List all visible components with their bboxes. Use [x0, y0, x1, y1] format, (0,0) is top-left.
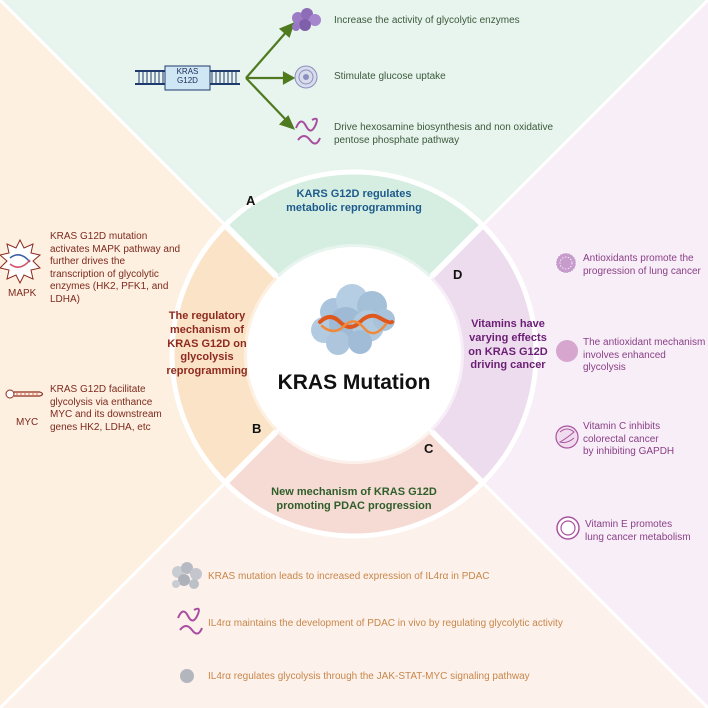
section-c-title-line1: New mechanism of KRAS G12D	[271, 486, 437, 498]
section-c-item-1: KRAS mutation leads to increased express…	[208, 571, 490, 582]
myc-label: MYC	[16, 417, 39, 428]
section-a-letter: A	[246, 193, 256, 208]
mapk-label: MAPK	[8, 288, 37, 299]
section-b-item-2-line3: MYC and its downstream	[50, 409, 162, 420]
section-b-item-1-line5: enzymes (HK2, PFK1, and	[50, 281, 169, 292]
section-b-title-line4: glycolysis	[180, 351, 234, 364]
protein-coil-icon-a	[295, 117, 321, 145]
section-a-item-3-line1: Drive hexosamine biosynthesis and non ox…	[334, 122, 554, 133]
section-d-item-2-line3: glycolysis	[583, 362, 626, 373]
section-b-title-line2: mechanism of	[170, 323, 244, 336]
pink-sphere-icon	[556, 340, 578, 362]
section-b-item-2-line1: KRAS G12D facilitate	[50, 384, 146, 395]
section-b-item-1-line3: further drives the	[50, 256, 126, 267]
section-b-item-2-line2: glycolysis via enthance	[50, 396, 153, 408]
section-a-item-3: Drive hexosamine biosynthesis and non ox…	[334, 122, 553, 147]
section-b-title-line3: KRAS G12D on	[167, 337, 247, 350]
textured-sphere-icon	[555, 252, 577, 274]
section-a-title: KARS G12D regulates metabolic reprogramm…	[254, 188, 454, 216]
section-d-item-4-line2: lung cancer metabolism	[585, 531, 691, 543]
ring-icon	[556, 516, 580, 540]
section-d-item-3-line1: Vitamin C inhibits	[583, 421, 661, 432]
gene-label: KRAS G12D	[165, 67, 210, 86]
protein-coil-icon-c	[177, 607, 203, 635]
section-b-item-1-line6: LDHA)	[50, 293, 81, 305]
section-d-item-1: Antioxidants promote the progression of …	[583, 253, 707, 278]
section-a-title-line2: metabolic reprogramming	[286, 201, 422, 214]
section-b-item-2: KRAS G12D facilitate glycolysis via enth…	[50, 384, 210, 434]
section-d-item-1-line1: Antioxidants promote the	[583, 253, 694, 264]
ring	[169, 169, 539, 539]
section-b-title: The regulatory mechanism of KRAS G12D on…	[157, 310, 257, 379]
section-c-letter: C	[424, 441, 434, 456]
section-d-item-4-line1: Vitamin E promotes	[585, 519, 673, 530]
center-title: KRAS Mutation	[277, 371, 431, 394]
section-b-item-1: KRAS G12D mutation activates MAPK pathwa…	[50, 231, 210, 306]
section-a-item-1: Increase the activity of glycolytic enzy…	[334, 15, 520, 26]
section-d-title-line1: Vitamins have	[471, 318, 545, 330]
section-d-item-3-line2: colorectal cancer	[583, 433, 659, 445]
center-disc	[247, 247, 461, 461]
section-d-title: Vitamins have varying effects on KRAS G1…	[462, 318, 554, 373]
section-b-item-1-line1: KRAS G12D mutation	[50, 231, 148, 242]
section-b-item-1-line4: transcription of glycolytic	[50, 268, 159, 280]
nucleus-sphere-icon	[555, 425, 579, 449]
section-c-title: New mechanism of KRAS G12D promoting PDA…	[244, 486, 464, 514]
section-d-item-1-line2: progression of lung cancer	[583, 265, 701, 277]
ring-segment-c	[225, 431, 483, 537]
gene-label-line2: G12D	[177, 75, 198, 85]
section-a-item-3-line2: pentose phosphate pathway	[334, 134, 460, 146]
section-c-item-2: IL4rα maintains the development of PDAC …	[208, 618, 563, 629]
section-c-item-3: IL4rα regulates glycolysis through the J…	[208, 671, 530, 682]
dna-icon	[135, 65, 240, 91]
section-d-item-3: Vitamin C inhibits colorectal cancer by …	[583, 421, 707, 459]
section-d-title-line4: driving cancer	[470, 359, 546, 372]
section-d-item-2: The antioxidant mechanism involves enhan…	[583, 337, 707, 375]
section-a-title-line1: KARS G12D regulates	[296, 188, 412, 200]
section-d-item-2-line2: involves enhanced	[583, 349, 666, 361]
section-d-letter: D	[453, 267, 463, 282]
ring-segment-d	[431, 225, 537, 483]
mapk-burst-icon	[0, 238, 42, 285]
section-c-title-line2: promoting PDAC progression	[276, 499, 432, 512]
myc-hairpin-icon	[5, 389, 44, 399]
section-a-item-2: Stimulate glucose uptake	[334, 71, 446, 82]
section-b-item-2-line4: genes HK2, LDHA, etc	[50, 421, 151, 433]
gene-box	[164, 65, 211, 91]
kras-protein-icon	[311, 284, 395, 355]
section-d-item-2-line1: The antioxidant mechanism	[583, 337, 706, 348]
section-b-item-1-line2: activates MAPK pathway and	[50, 243, 181, 255]
enzyme-cluster-icon	[292, 8, 321, 31]
ring-segment-a	[225, 171, 483, 277]
section-d-item-3-line3: by inhibiting GAPDH	[583, 446, 675, 457]
section-d-title-line3: on KRAS G12D	[468, 345, 548, 358]
section-b-letter: B	[252, 421, 262, 436]
grey-sphere-icon	[180, 669, 194, 683]
section-d-item-4: Vitamin E promotes lung cancer metabolis…	[585, 519, 707, 544]
protein-cluster-icon	[172, 562, 202, 589]
section-b-title-line5: reprogramming	[166, 365, 248, 377]
arrows	[245, 22, 296, 130]
gene-label-line1: KRAS	[176, 67, 199, 76]
glucose-sphere-icon	[294, 65, 318, 89]
ring-segment-b	[171, 225, 277, 483]
section-b-title-line1: The regulatory	[168, 310, 246, 322]
section-d-title-line2: varying effects	[469, 331, 547, 344]
